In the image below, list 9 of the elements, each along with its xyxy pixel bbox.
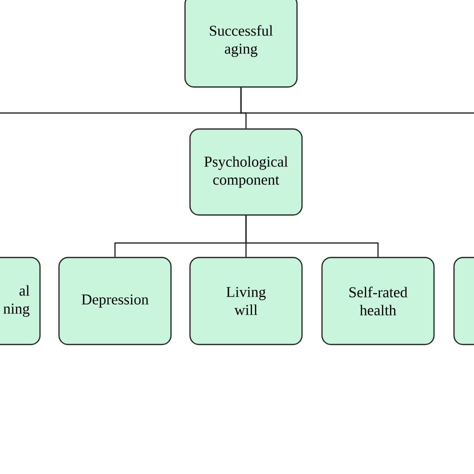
process-box: Psychological component [189, 128, 303, 216]
empty-box [453, 256, 474, 346]
process-box: Successful aging [184, 0, 298, 88]
process-box: Depression [58, 256, 172, 346]
process-box: Living will [189, 256, 303, 346]
process-box: Self-rated health [321, 256, 435, 346]
process-box: al ning [0, 256, 41, 346]
connector-line [245, 216, 379, 257]
connector-line [240, 88, 474, 114]
